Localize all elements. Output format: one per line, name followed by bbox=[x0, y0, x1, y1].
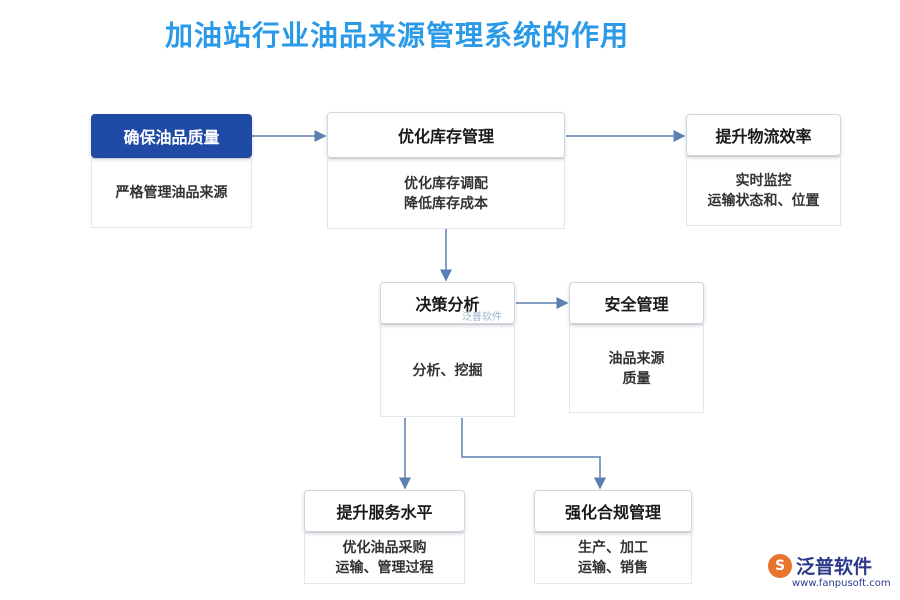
node-optimize-inventory-line-2: 降低库存成本 bbox=[404, 195, 488, 212]
node-service-line-2: 运输、管理过程 bbox=[335, 560, 434, 576]
logo-text: 泛普软件 bbox=[796, 556, 873, 578]
node-decision-title: 决策分析 bbox=[380, 282, 515, 324]
node-safety-line-2: 质量 bbox=[622, 370, 651, 387]
node-logistics-title: 提升物流效率 bbox=[686, 114, 841, 156]
node-compliance-title: 强化合规管理 bbox=[534, 490, 692, 532]
node-optimize-inventory-title: 优化库存管理 bbox=[327, 112, 565, 158]
node-logistics-line-1: 实时监控 bbox=[735, 173, 792, 189]
watermark-text: 泛普软件 bbox=[462, 312, 502, 323]
brand-logo: S 泛普软件 bbox=[768, 552, 872, 579]
node-ensure-quality-line-1: 严格管理油品来源 bbox=[115, 185, 228, 201]
node-safety-body: 油品来源 质量 bbox=[569, 324, 704, 413]
node-logistics-body: 实时监控 运输状态和、位置 bbox=[686, 156, 841, 226]
node-compliance-body: 生产、加工 运输、销售 bbox=[534, 532, 692, 584]
node-compliance-line-1: 生产、加工 bbox=[578, 540, 648, 556]
node-logistics-line-2: 运输状态和、位置 bbox=[707, 193, 820, 209]
node-optimize-inventory-line-1: 优化库存调配 bbox=[404, 175, 488, 192]
node-service-body: 优化油品采购 运输、管理过程 bbox=[304, 532, 465, 584]
node-service-title: 提升服务水平 bbox=[304, 490, 465, 532]
node-optimize-inventory-body: 优化库存调配 降低库存成本 bbox=[327, 158, 565, 229]
node-decision-line-1: 分析、挖掘 bbox=[412, 362, 483, 379]
node-ensure-quality-body: 严格管理油品来源 bbox=[91, 158, 252, 228]
logo-url: www.fanpusoft.com bbox=[792, 578, 891, 589]
node-ensure-quality-title: 确保油品质量 bbox=[91, 114, 252, 158]
node-decision-body: 分析、挖掘 bbox=[380, 324, 515, 417]
page-title: 加油站行业油品来源管理系统的作用 bbox=[165, 19, 630, 52]
node-safety-line-1: 油品来源 bbox=[608, 350, 665, 367]
logo-mark-icon: S bbox=[768, 553, 792, 578]
node-safety-title: 安全管理 bbox=[569, 282, 704, 324]
node-compliance-line-2: 运输、销售 bbox=[578, 560, 648, 576]
arrow-decision-to-compliance bbox=[461, 418, 606, 490]
node-service-line-1: 优化油品采购 bbox=[342, 540, 427, 556]
